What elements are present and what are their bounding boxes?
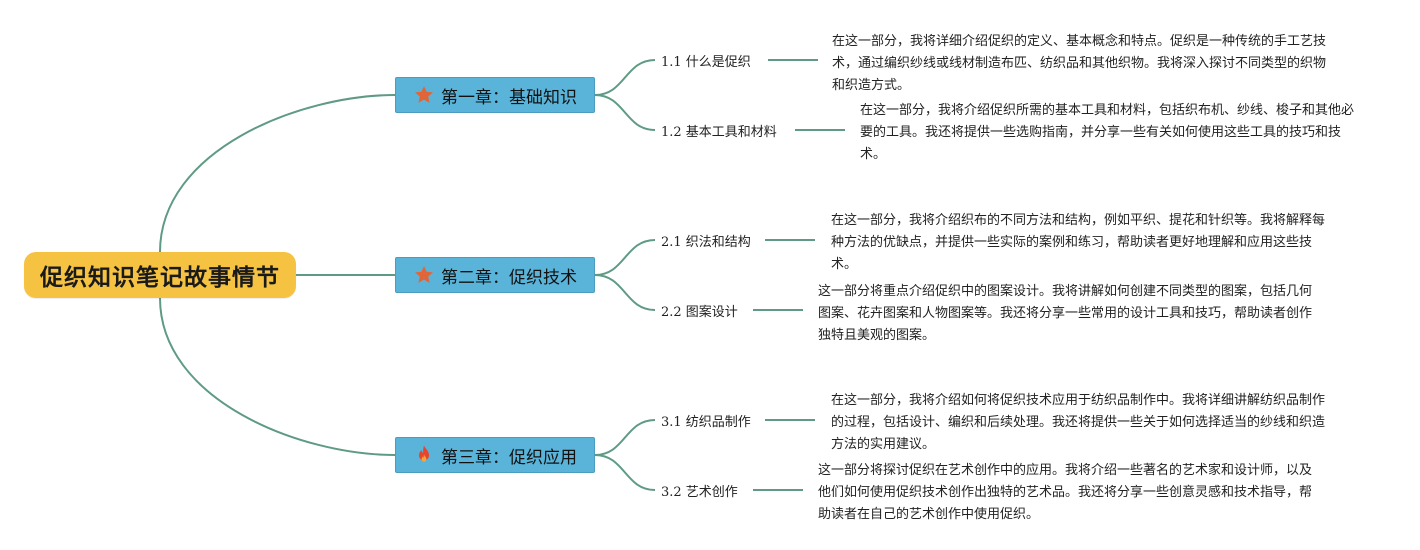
section-3-1-desc: 在这一部分，我将介绍如何将促织技术应用于纺织品制作中。我将详细讲解纺织品制作的过… [831, 393, 1326, 452]
section-1-2-desc: 在这一部分，我将介绍促织所需的基本工具和材料，包括织布机、纱线、梭子和其他必要的… [860, 103, 1355, 162]
section-2-1-title[interactable]: 2.1 织法和结构 [661, 235, 751, 250]
edge-ch3-s31 [594, 419, 656, 456]
edge-ch2-s22 [594, 274, 656, 311]
chapter-2-title: 第二章：促织技术 [441, 267, 577, 288]
section-1-1-desc: 在这一部分，我将详细介绍促织的定义、基本概念和特点。促织是一种传统的手工艺技术，… [832, 34, 1327, 93]
section-1-2-title[interactable]: 1.2 基本工具和材料 [661, 125, 777, 140]
section-3-2-desc: 这一部分将探讨促织在艺术创作中的应用。我将介绍一些著名的艺术家和设计师，以及他们… [818, 463, 1313, 522]
chapter-2-node[interactable]: 第二章：促织技术 [395, 257, 595, 293]
chapter-3-node[interactable]: 第三章：促织应用 [395, 437, 595, 473]
section-2-2-title[interactable]: 2.2 图案设计 [661, 305, 738, 320]
section-3-2-title[interactable]: 3.2 艺术创作 [661, 485, 738, 500]
chapter-1-node[interactable]: 第一章：基础知识 [395, 77, 595, 113]
edge-ch1-s11 [594, 59, 656, 96]
section-2-1-desc: 在这一部分，我将介绍织布的不同方法和结构，例如平织、提花和针织等。我将解释每种方… [831, 213, 1326, 272]
section-3-1-title[interactable]: 3.1 纺织品制作 [661, 415, 751, 430]
chapter-1-title: 第一章：基础知识 [441, 87, 577, 108]
edge-root-ch1 [159, 94, 396, 253]
chapter-3-title: 第三章：促织应用 [441, 447, 577, 468]
star-icon [413, 84, 435, 106]
edge-ch2-s21 [594, 239, 656, 276]
section-1-1-title[interactable]: 1.1 什么是促织 [661, 55, 751, 70]
fire-icon [413, 444, 435, 466]
star-icon [413, 264, 435, 286]
edge-ch3-s32 [594, 454, 656, 491]
edge-root-ch3 [159, 297, 396, 456]
edge-ch1-s12 [594, 94, 656, 131]
root-title: 促织知识笔记故事情节 [40, 265, 280, 291]
section-2-2-desc: 这一部分将重点介绍促织中的图案设计。我将讲解如何创建不同类型的图案，包括几何图案… [818, 284, 1313, 343]
root-topic[interactable]: 促织知识笔记故事情节 [24, 252, 296, 298]
